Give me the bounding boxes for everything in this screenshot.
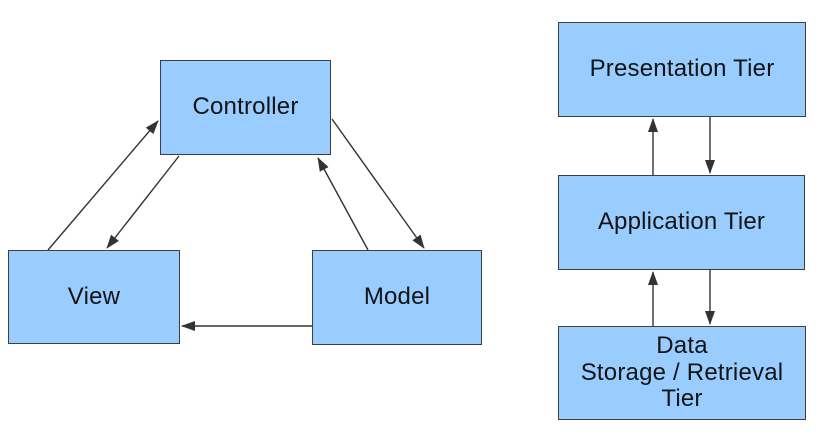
node-view-label: View — [67, 282, 121, 310]
node-model: Model — [312, 250, 482, 345]
node-model-label: Model — [363, 283, 431, 311]
arrow-controller-to-model — [331, 118, 425, 249]
arrow-view-to-controller — [47, 120, 159, 251]
arrow-model-to-controller — [317, 157, 369, 251]
node-application-tier: Application Tier — [558, 175, 805, 270]
node-application-tier-label: Application Tier — [597, 208, 766, 236]
node-presentation-tier: Presentation Tier — [558, 22, 806, 117]
arrow-controller-to-view — [106, 155, 180, 249]
node-view: View — [8, 250, 180, 344]
node-data-storage-retrieval-tier-label: Data Storage / Retrieval Tier — [580, 331, 784, 413]
node-controller: Controller — [160, 60, 331, 155]
node-data-storage-retrieval-tier: Data Storage / Retrieval Tier — [558, 326, 806, 420]
node-presentation-tier-label: Presentation Tier — [589, 55, 775, 83]
node-controller-label: Controller — [192, 93, 299, 121]
